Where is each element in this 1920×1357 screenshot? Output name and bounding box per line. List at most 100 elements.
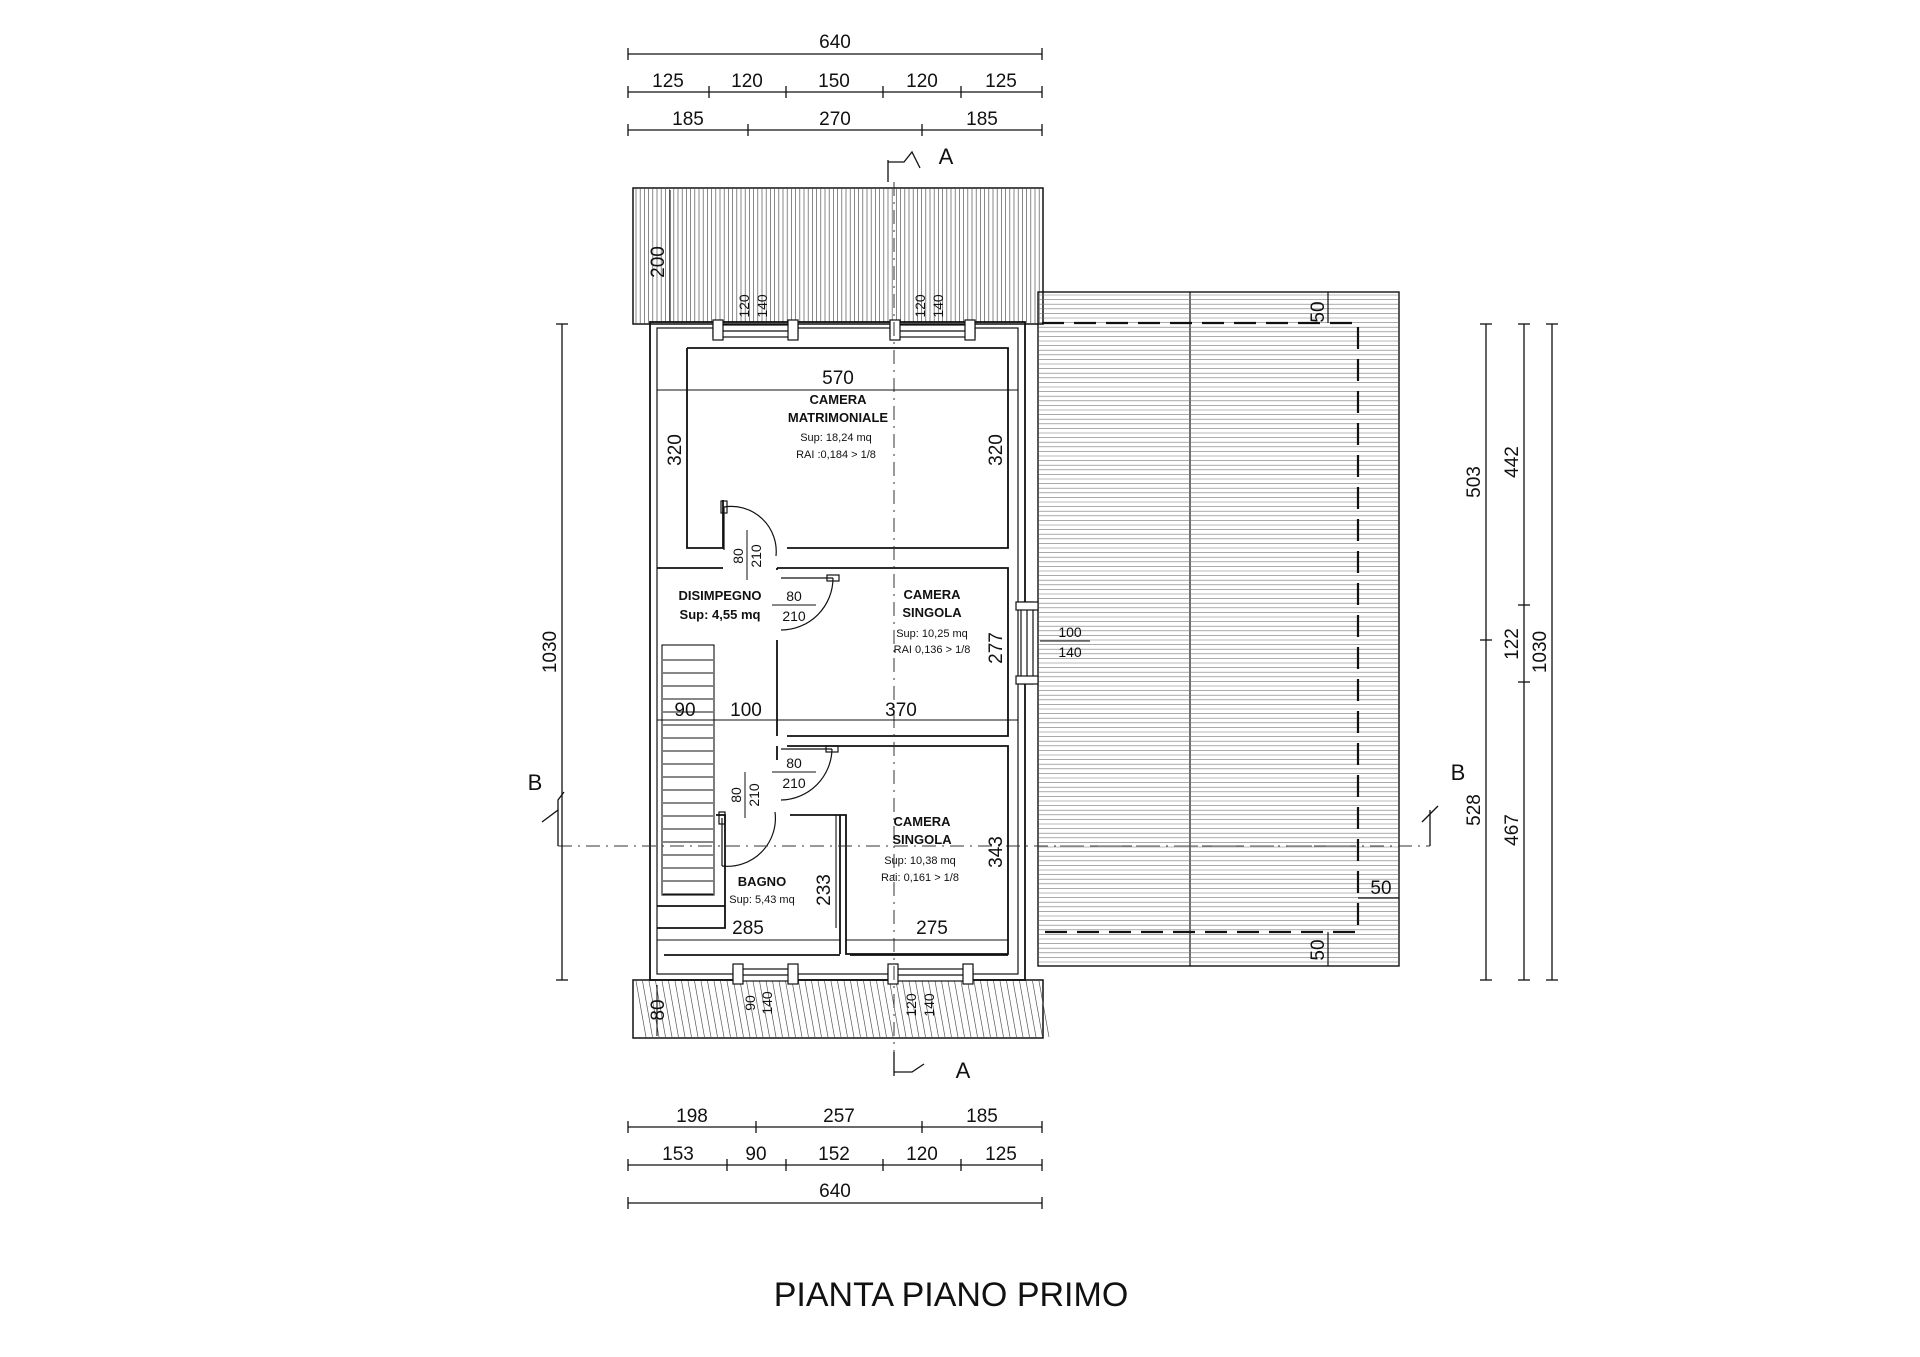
win-bot2-b: 140: [921, 993, 937, 1017]
win-top1-a: 120: [736, 294, 752, 318]
dim-320-right: 320: [986, 434, 1007, 466]
dim-top-r3-1: 185: [672, 109, 704, 130]
room-sup: Sup: 10,25 mq: [896, 628, 968, 640]
dim-bot-r1-3: 185: [966, 1106, 998, 1127]
room-name: CAMERA: [903, 587, 961, 602]
room-disimpegno: DISIMPEGNO Sup: 4,55 mq: [678, 588, 761, 622]
bottom-dimension-chains: [627, 1121, 1043, 1209]
dim-top-r2-2: 120: [731, 71, 763, 92]
room-sup: Sup: 5,43 mq: [729, 894, 794, 906]
room-sup: Sup: 10,38 mq: [884, 855, 956, 867]
dim-right-467: 467: [1502, 814, 1523, 846]
dim-bot-r2-1: 153: [662, 1144, 694, 1165]
dim-233: 233: [814, 874, 835, 906]
right-dimension-lines: [1480, 323, 1558, 981]
door4-h: 210: [746, 783, 762, 807]
room-bagno: BAGNO Sup: 5,43 mq: [729, 874, 794, 906]
room-rai: RAI 0,136 > 1/8: [894, 644, 971, 656]
door3-w: 80: [786, 755, 802, 771]
win-top1-b: 140: [754, 294, 770, 318]
section-mark-b-left: [541, 791, 565, 846]
dim-100: 100: [730, 700, 762, 721]
roof-eave-bottom: [632, 979, 1050, 1039]
section-label-a-bottom: A: [956, 1058, 971, 1083]
drawing-title: PIANTA PIANO PRIMO: [774, 1276, 1129, 1314]
dim-right-442: 442: [1502, 446, 1523, 478]
dim-80: 80: [648, 999, 669, 1020]
door-bagno: [718, 811, 777, 867]
room-name: CAMERA: [893, 814, 951, 829]
dim-320-left: 320: [665, 434, 686, 466]
win-side-a: 100: [1058, 624, 1082, 640]
window-top-right: [889, 319, 976, 341]
win-bot1-a: 90: [742, 995, 758, 1011]
window-bottom-right: [887, 963, 974, 985]
dim-285: 285: [732, 918, 764, 939]
door-camera-singola-2: [780, 745, 839, 801]
dim-343: 343: [986, 836, 1007, 868]
roof-dim-50-mid: 50: [1370, 878, 1391, 899]
room-name: SINGOLA: [892, 832, 952, 847]
dim-bot-r2-2: 90: [745, 1144, 766, 1165]
room-sup: Sup: 18,24 mq: [800, 432, 872, 444]
roof-dim-50-top: 50: [1308, 301, 1329, 322]
win-bot2-a: 120: [903, 993, 919, 1017]
dim-bot-r2-3: 152: [818, 1144, 850, 1165]
room-name: BAGNO: [738, 874, 786, 889]
dim-top-r2-5: 125: [985, 71, 1017, 92]
door1-h: 210: [748, 544, 764, 568]
interior-dimension-lines: [656, 190, 1018, 1036]
dim-bot-r1-2: 257: [823, 1106, 855, 1127]
room-rai: Rai: 0,161 > 1/8: [881, 872, 959, 884]
window-top-left: [712, 319, 799, 341]
top-dimension-chains: [627, 48, 1043, 136]
dim-left-total: 1030: [540, 631, 561, 673]
win-bot1-b: 140: [759, 991, 775, 1015]
window-side: [1015, 601, 1039, 685]
dim-right-122: 122: [1502, 628, 1523, 660]
door-camera-singola-1: [780, 574, 840, 631]
dim-bot-r1-1: 198: [676, 1106, 708, 1127]
dim-top-r3-3: 185: [966, 109, 998, 130]
dim-top-r2-1: 125: [652, 71, 684, 92]
dim-200: 200: [648, 246, 669, 278]
room-name: DISIMPEGNO: [678, 588, 761, 603]
room-camera-singola-2: CAMERA SINGOLA Sup: 10,38 mq Rai: 0,161 …: [881, 814, 959, 884]
roof-right: [1037, 291, 1400, 967]
roof-dim-50-bot: 50: [1308, 939, 1329, 960]
section-label-a-top: A: [939, 144, 954, 169]
win-top2-a: 120: [912, 294, 928, 318]
room-camera-matrimoniale: CAMERA MATRIMONIALE Sup: 18,24 mq RAI :0…: [788, 392, 888, 461]
door3-h: 210: [782, 775, 806, 791]
win-side-b: 140: [1058, 644, 1082, 660]
dim-370: 370: [885, 700, 917, 721]
room-name: SINGOLA: [902, 605, 962, 620]
dim-right-528: 528: [1464, 794, 1485, 826]
dim-90: 90: [674, 700, 695, 721]
dim-right-total: 1030: [1530, 631, 1551, 673]
dim-275: 275: [916, 918, 948, 939]
section-mark-b-right: [1421, 805, 1439, 846]
room-sup: Sup: 4,55 mq: [680, 607, 761, 622]
door4-w: 80: [728, 787, 744, 803]
room-camera-singola-1: CAMERA SINGOLA Sup: 10,25 mq RAI 0,136 >…: [894, 587, 971, 656]
dim-bot-total: 640: [819, 1181, 851, 1202]
section-label-b-right: B: [1451, 760, 1466, 785]
room-name: MATRIMONIALE: [788, 410, 888, 425]
win-top2-b: 140: [930, 294, 946, 318]
dim-top-r3-2: 270: [819, 109, 851, 130]
section-mark-a-bottom: [893, 1052, 925, 1076]
dim-top-r2-4: 120: [906, 71, 938, 92]
dim-bot-r2-4: 120: [906, 1144, 938, 1165]
dim-bot-r2-5: 125: [985, 1144, 1017, 1165]
dim-277: 277: [986, 632, 1007, 664]
window-bottom-left: [732, 963, 799, 985]
door-master: [720, 500, 777, 557]
staircase: [661, 644, 715, 896]
left-dimension-line: [556, 323, 568, 981]
dim-right-503: 503: [1464, 466, 1485, 498]
section-mark-a-top: [887, 150, 921, 182]
room-rai: RAI :0,184 > 1/8: [796, 449, 876, 461]
roof-eave-top: [632, 187, 1044, 325]
